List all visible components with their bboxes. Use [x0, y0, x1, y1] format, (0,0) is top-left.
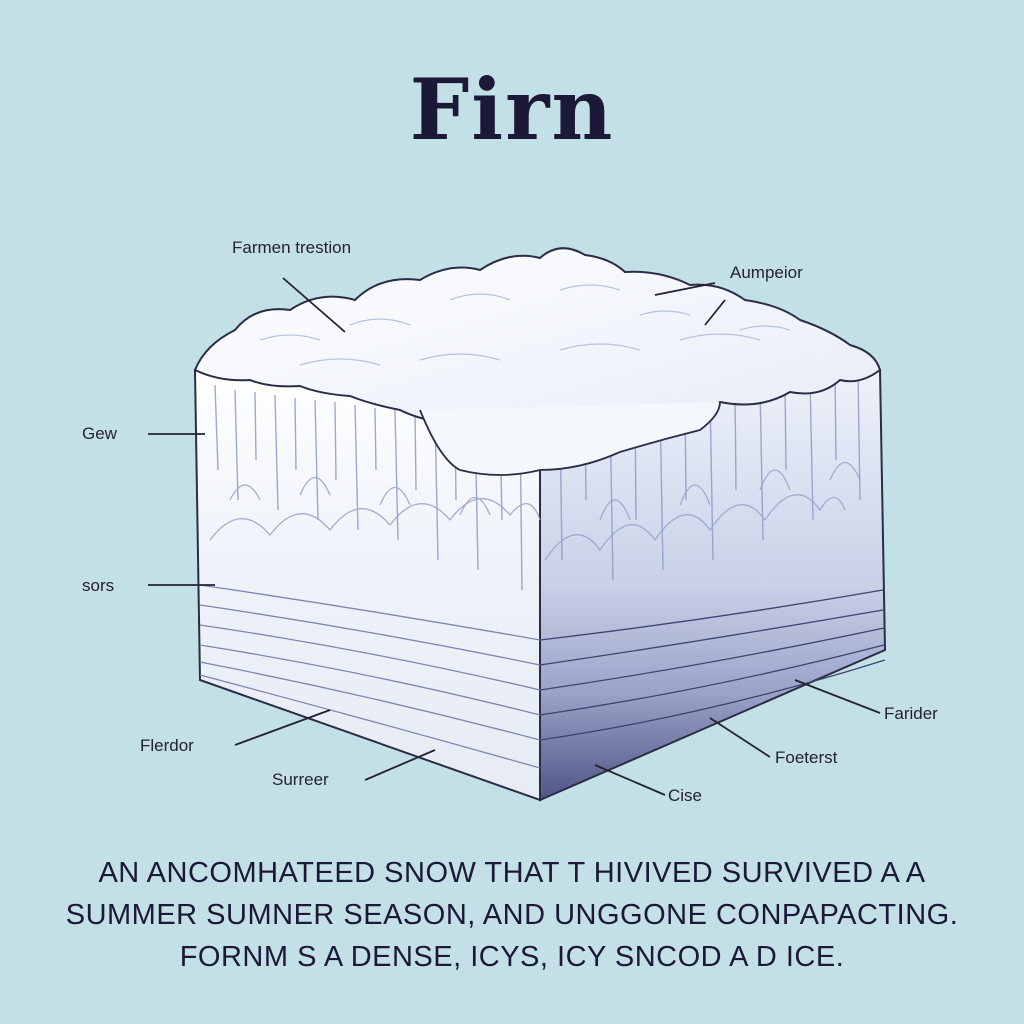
- caption-line-3: fornm s a dense, icys, icy sncod a d ice…: [179, 941, 845, 973]
- leader-flerdor: [234, 709, 331, 746]
- leader-aumpeior: [654, 282, 716, 296]
- snow-overhang: [419, 401, 721, 476]
- snow-top-surface: [193, 247, 882, 439]
- label-aumpeior: Aumpeior: [730, 263, 803, 282]
- label-surreer: Surreer: [272, 770, 329, 789]
- feather-crystals: [209, 461, 861, 561]
- caption: An ancomhateed snow that t hivived survi…: [40, 852, 984, 978]
- label-farmen-trestion: Farmen trestion: [232, 238, 352, 257]
- label-flerdor: Flerdor: [140, 736, 194, 755]
- front-strata: [199, 584, 541, 769]
- snow-ripples: [259, 284, 791, 366]
- leader-surreer: [364, 749, 436, 781]
- side-strata: [539, 589, 886, 741]
- leader-farmen-trestion: [282, 277, 346, 333]
- leader-farider: [794, 679, 881, 714]
- leader-cise: [594, 764, 666, 796]
- label-cise: Cise: [668, 786, 703, 805]
- caption-line-1: An ancomhateed snow that t hivived survi…: [98, 857, 926, 889]
- leader-lines: [148, 277, 881, 796]
- caption-line-2: summer sumner season, and unggone conpap…: [65, 899, 959, 931]
- label-gew: Gew: [82, 424, 117, 443]
- label-farider: Farider: [884, 704, 938, 723]
- leader-foeterst: [709, 717, 771, 758]
- diagram-title: Firn: [409, 60, 615, 159]
- label-sors: sors: [82, 576, 115, 595]
- label-foeterst: Foeterst: [775, 748, 838, 767]
- icicle-streaks: [214, 371, 861, 591]
